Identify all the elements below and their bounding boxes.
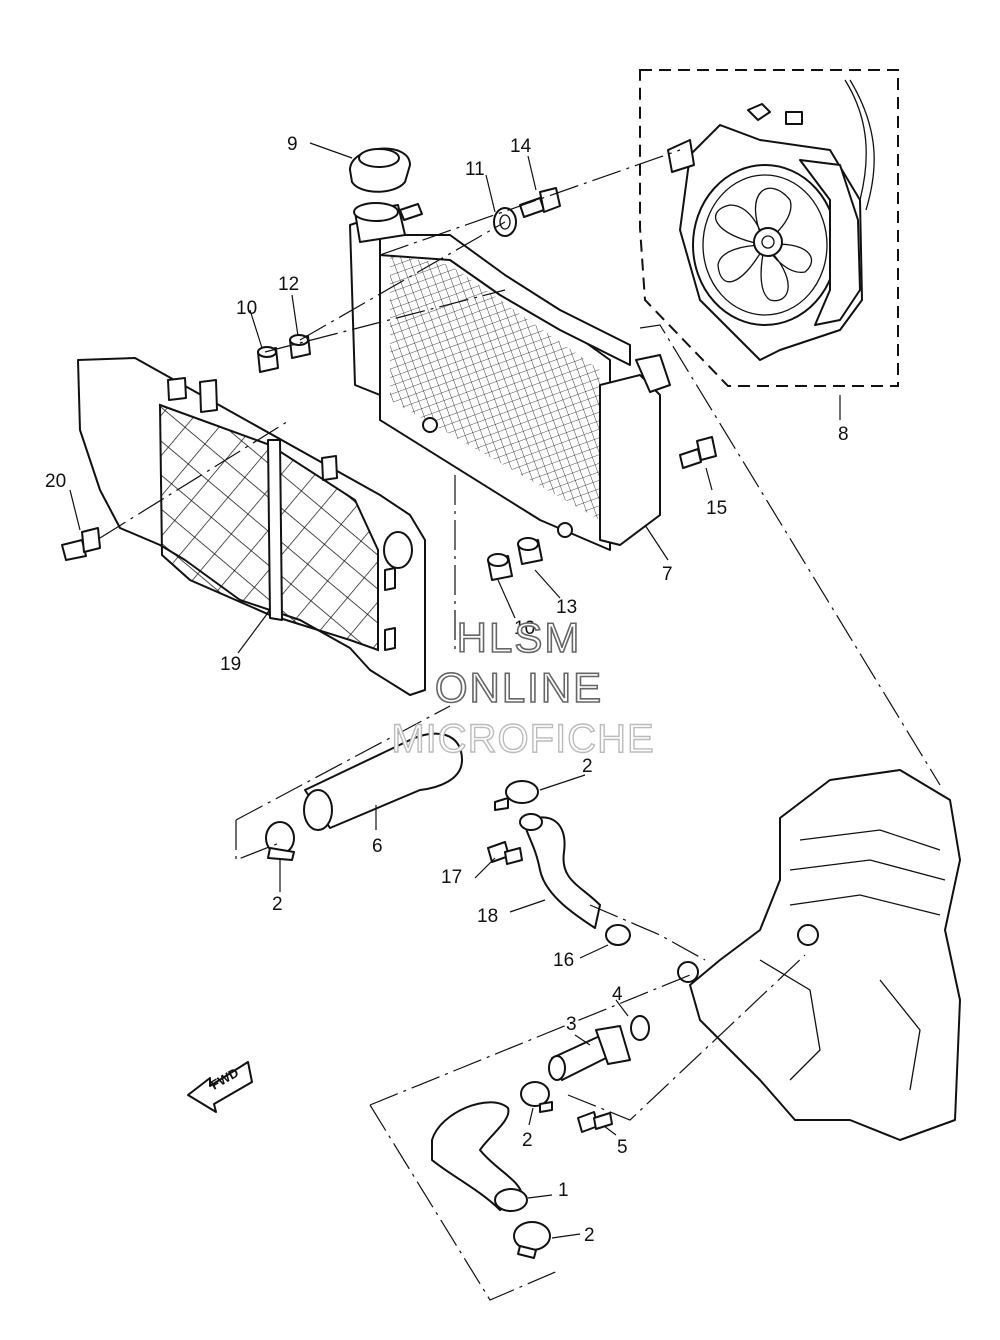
callout-20: 20: [45, 471, 66, 492]
radiator-outlet-pipe: [635, 354, 671, 393]
bolt-14: [519, 187, 561, 218]
o-ring-16: [605, 924, 631, 946]
bolt-5: [577, 1111, 613, 1133]
callout-14: 14: [510, 136, 532, 157]
callout-18: 18: [477, 906, 498, 927]
callout-12: 12: [278, 274, 299, 295]
clamp-2-upper: [494, 780, 539, 811]
fan-bolt: [747, 103, 771, 121]
callout-2-bottom: 2: [584, 1225, 595, 1246]
watermark-line-3: MICROFICHE: [391, 717, 654, 761]
callout-10-lower: 10: [514, 618, 535, 639]
callout-2-upper: 2: [582, 756, 593, 777]
fan-blade: [763, 243, 813, 273]
radiator-end-tank: [599, 374, 661, 546]
bolt-15: [679, 436, 717, 469]
fan-assembly-dashed-outline: [639, 69, 899, 387]
clamp-2-mid: [520, 1081, 553, 1113]
radiator-guard: [77, 357, 426, 696]
callout-4: 4: [612, 984, 623, 1005]
callout-2-left: 2: [272, 894, 283, 915]
clamp-2-left: [265, 821, 295, 861]
fan-blade: [714, 204, 766, 246]
fan-wire: [844, 79, 875, 211]
fitting-3: [548, 1025, 631, 1081]
collar-13: [517, 537, 543, 565]
watermark-line-1: HLSM: [457, 614, 582, 661]
radiator-cap: [349, 147, 411, 193]
hose-1: [431, 1101, 528, 1212]
fan-blade: [760, 243, 789, 302]
fan-connector: [785, 111, 803, 125]
fan-blade: [717, 244, 767, 283]
fan-bracket: [667, 139, 695, 173]
pipe-18: [519, 813, 601, 929]
callout-19: 19: [220, 654, 241, 675]
callout-6: 6: [372, 836, 383, 857]
fan-blade: [754, 187, 792, 247]
fan-hub: [753, 227, 783, 257]
fastener-20: [61, 527, 101, 561]
callout-1: 1: [558, 1180, 569, 1201]
fan-motor: [799, 159, 861, 326]
callout-8: 8: [838, 424, 849, 445]
radiator-top-rail: [379, 234, 631, 366]
guard-hole: [383, 531, 413, 569]
radiator-mount-hole: [557, 522, 573, 538]
callout-2-mid: 2: [522, 1130, 533, 1151]
collar-12: [289, 334, 311, 359]
callout-17: 17: [441, 867, 462, 888]
guard-center-bar: [267, 439, 283, 621]
callout-16: 16: [553, 950, 574, 971]
radiator-fins: [390, 255, 600, 520]
forward-direction-arrow: FWD: [187, 1061, 253, 1113]
leader-lines: [69, 142, 841, 1239]
grommet-10-lower: [487, 553, 513, 581]
callout-9: 9: [287, 134, 298, 155]
radiator: [349, 202, 671, 551]
callout-7: 7: [662, 564, 673, 585]
callout-13: 13: [556, 597, 577, 618]
watermark-line-2: ONLINE: [435, 664, 603, 711]
hose-6: [303, 732, 463, 831]
callouts: 9 11 14 12 10 20 8 15 7 13 10 19 2 6 2 1…: [45, 134, 849, 1246]
callout-3: 3: [566, 1014, 577, 1035]
radiator-mount-hole: [422, 417, 438, 433]
callout-11: 11: [465, 159, 485, 180]
callout-10-upper: 10: [236, 298, 257, 319]
bolt-17: [487, 841, 523, 865]
o-ring-4: [630, 1015, 650, 1041]
engine: [677, 769, 961, 1141]
assembly-lines: [99, 149, 941, 1301]
fan-assembly: [639, 69, 899, 387]
callout-5: 5: [617, 1137, 628, 1158]
watermark: HLSM ONLINE MICROFICHE: [391, 613, 655, 762]
clamp-2-bottom: [513, 1221, 551, 1259]
callout-15: 15: [706, 498, 727, 519]
